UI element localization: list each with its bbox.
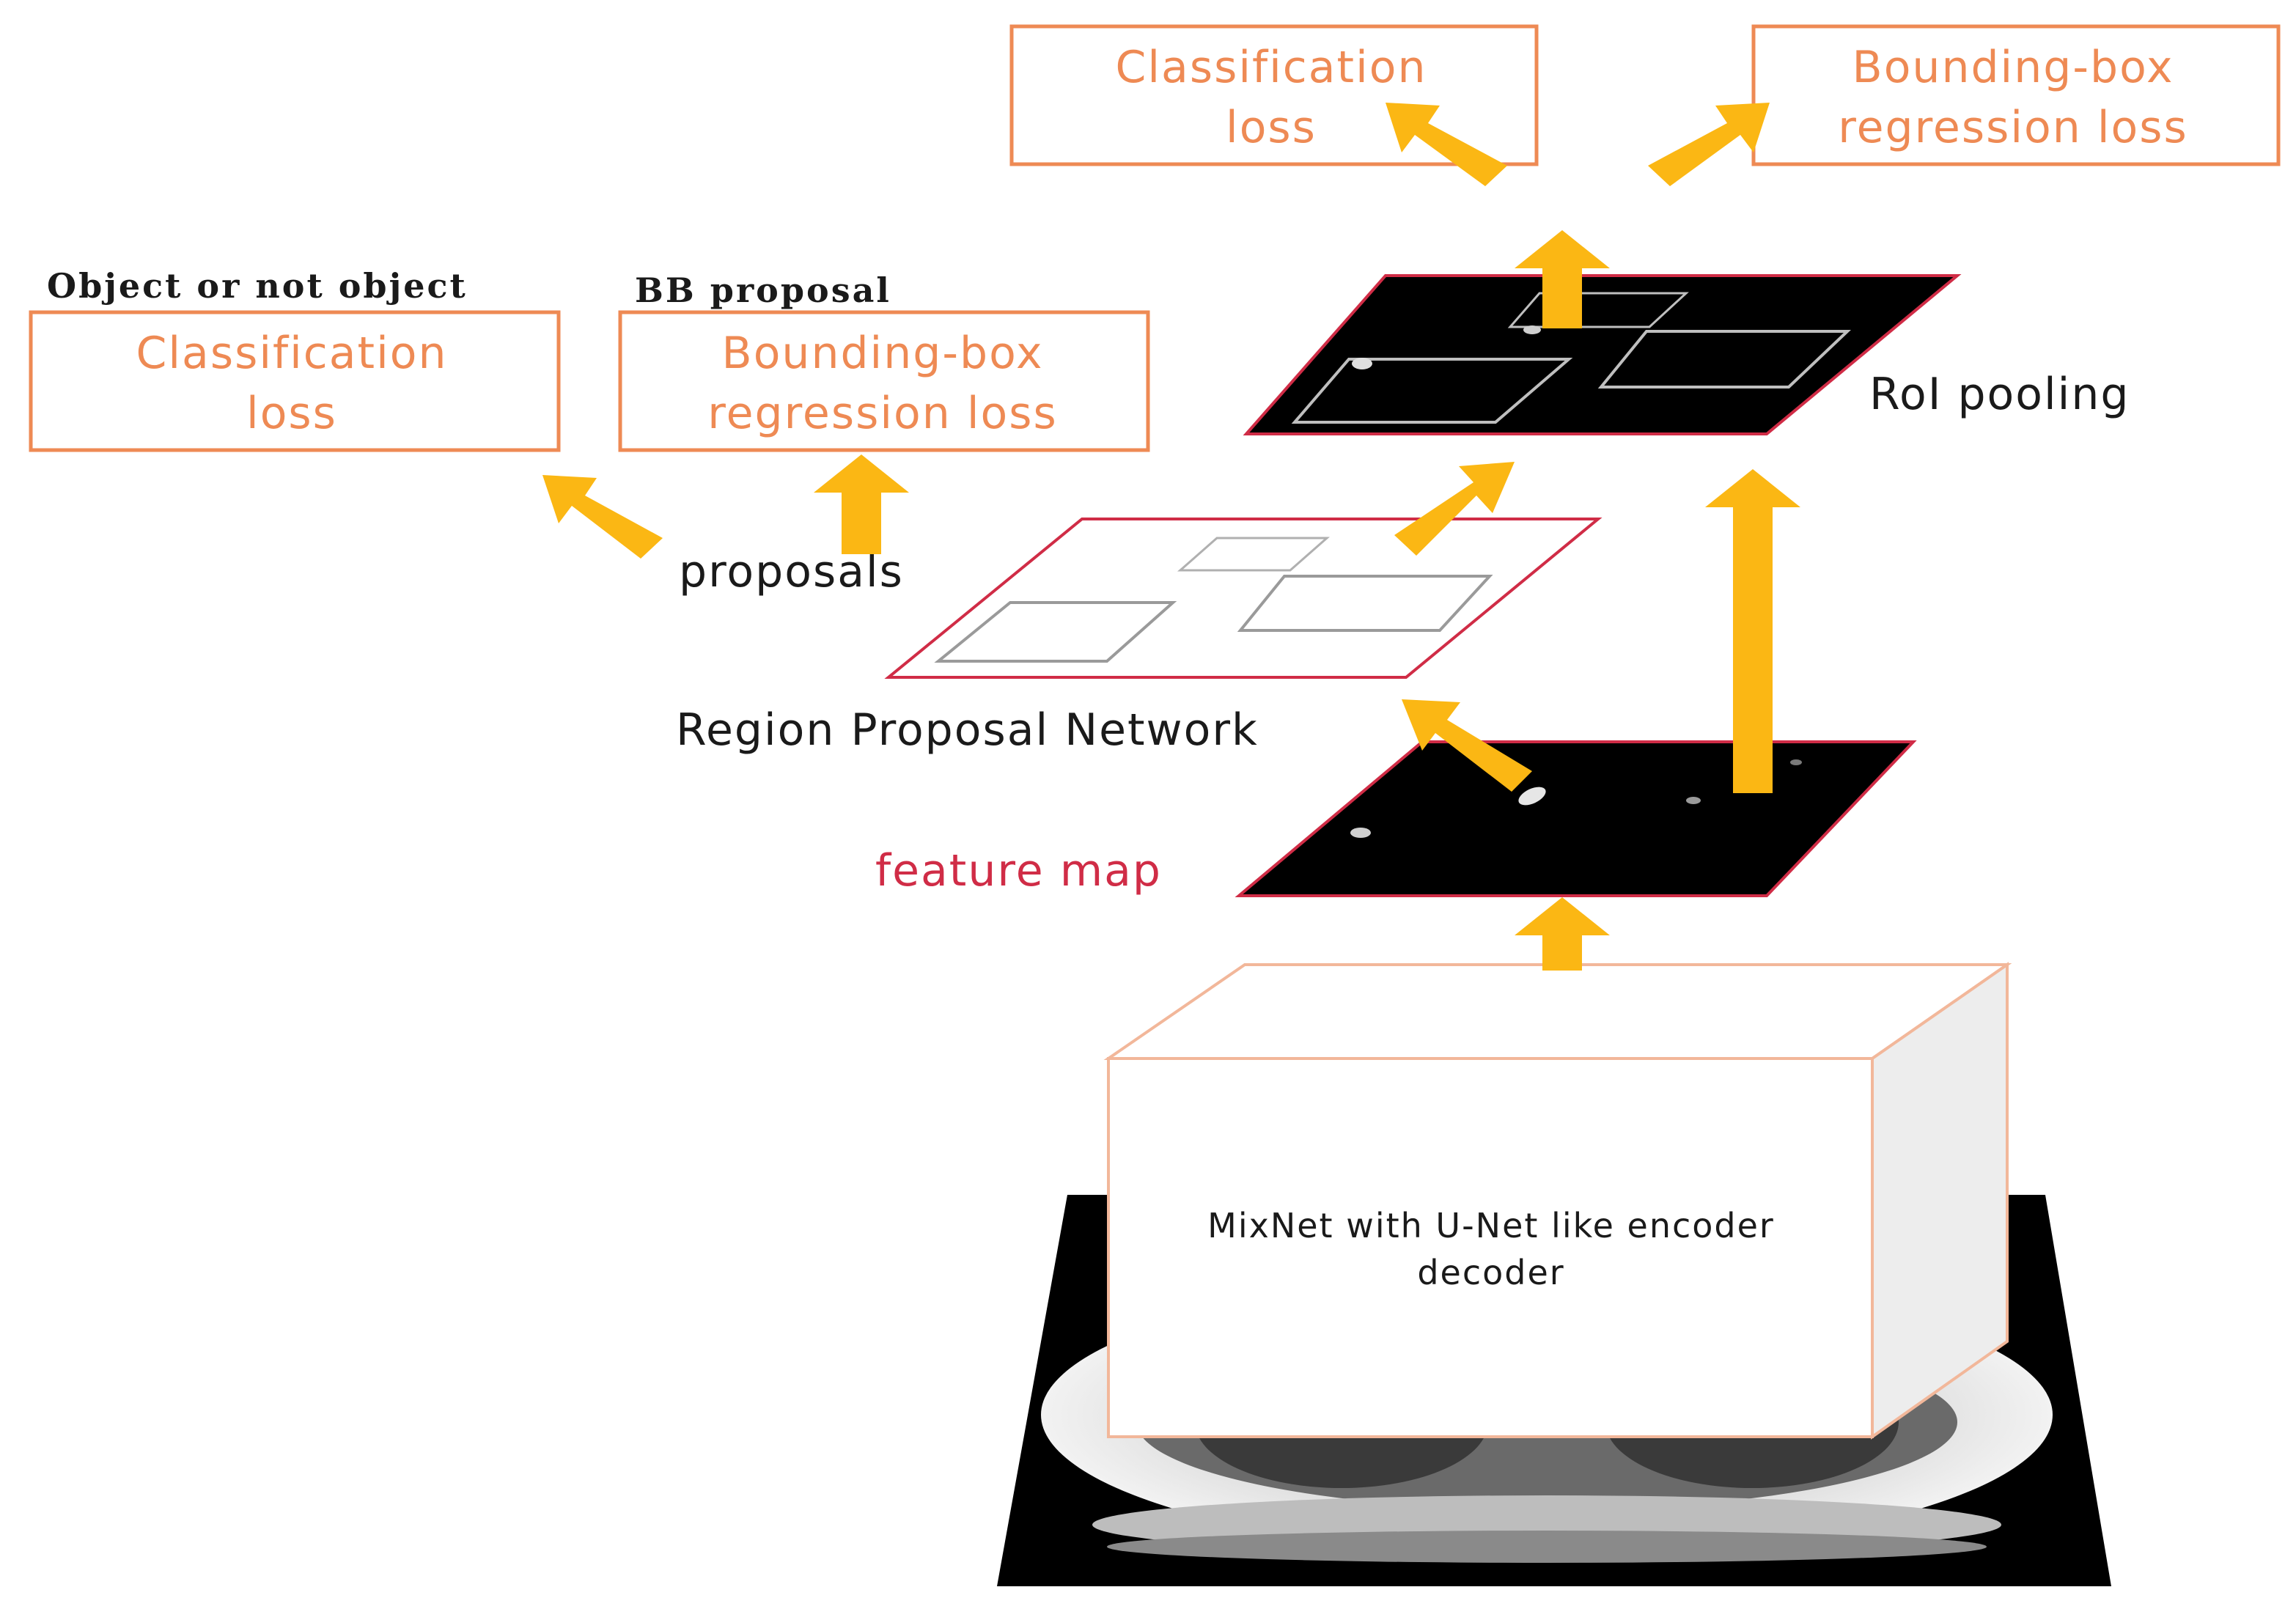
rpn-label: Region Proposal Network <box>676 704 1259 756</box>
rpn-classification-loss-box: Classification loss <box>29 310 561 452</box>
top-classification-line1: Classification <box>1115 42 1427 93</box>
roi-pooling-plane <box>1243 274 1962 435</box>
arrow-to-top-bbox <box>1648 103 1770 186</box>
arrow-proposals-to-rpn-classification <box>542 475 663 559</box>
roi-pooling-label: RoI pooling <box>1869 369 2130 420</box>
backbone-box: MixNet with U-Net like encoder decoder <box>1103 962 2012 1440</box>
top-bbox-regression-loss-box: Bounding-box regression loss <box>1751 24 2281 166</box>
arrow-proposals-to-rpn-bbox <box>814 454 909 554</box>
top-bbox-line2: regression loss <box>1838 102 2188 153</box>
arrow-proposals-to-roi <box>1394 462 1515 556</box>
arrow-to-top-classification <box>1386 103 1507 186</box>
rpn-bbox-line2: regression loss <box>707 388 1058 439</box>
rpn-classification-line2: loss <box>246 388 337 439</box>
object-or-not-caption: Object or not object <box>47 266 468 306</box>
top-classification-line2: loss <box>1226 102 1317 153</box>
arrow-roi-to-heads <box>1515 230 1610 328</box>
proposals-plane <box>884 518 1603 679</box>
arrow-feature-map-to-roi <box>1705 469 1800 793</box>
feature-map-plane <box>1235 740 1917 897</box>
bb-proposal-caption: BB proposal <box>635 270 891 310</box>
backbone-line1: MixNet with U-Net like encoder <box>1207 1206 1775 1245</box>
arrows <box>542 103 1800 971</box>
proposals-label: proposals <box>679 546 904 597</box>
rpn-bbox-line1: Bounding-box <box>722 328 1044 379</box>
rpn-classification-line1: Classification <box>136 328 447 379</box>
backbone-line2: decoder <box>1417 1253 1564 1292</box>
feature-map-label: feature map <box>875 845 1162 896</box>
rpn-bbox-regression-loss-box: Bounding-box regression loss <box>618 310 1150 452</box>
arrow-backbone-to-feature-map <box>1515 897 1610 971</box>
top-classification-loss-box: Classification loss <box>1009 24 1539 166</box>
arrow-feature-map-to-rpn <box>1402 699 1532 792</box>
top-bbox-line1: Bounding-box <box>1852 42 2174 93</box>
